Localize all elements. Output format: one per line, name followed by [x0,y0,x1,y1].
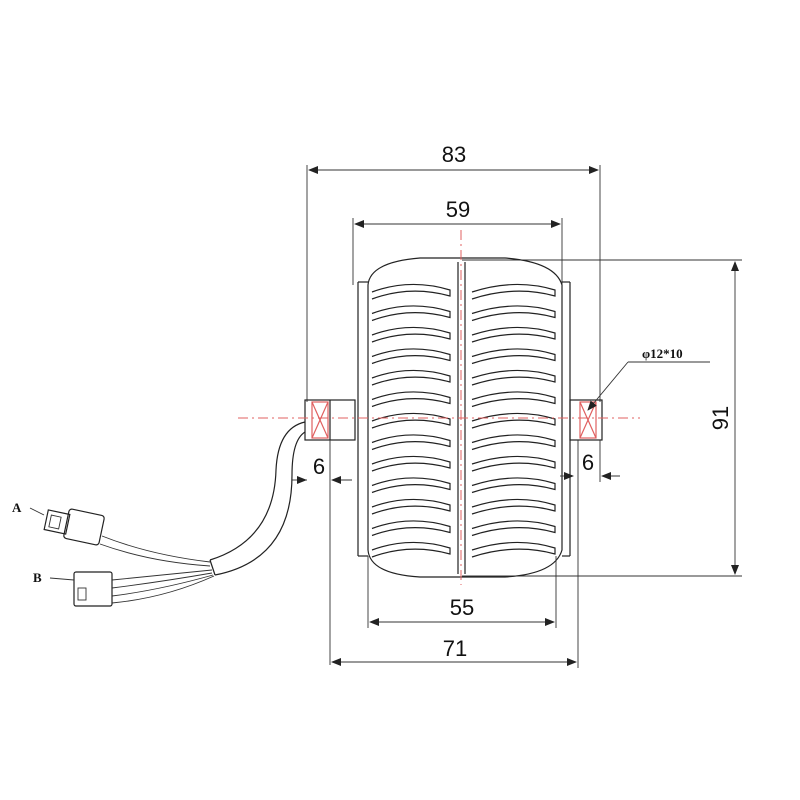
tread-groove-right [471,305,556,322]
tread-groove-right [471,391,556,408]
left-axle [304,399,356,441]
tread-groove-left [371,520,451,537]
dim-hub-width-label: 71 [443,636,467,661]
dim-tire-width-label: 59 [446,197,470,222]
connector-a: A [12,500,105,546]
tread-groove-right [471,348,556,365]
dim-right-gap: 6 [560,440,620,482]
tread-groove-left [371,498,451,515]
connector-b-label: B [33,570,42,585]
tread-groove-right [471,326,556,343]
dim-left-gap-label: 6 [313,454,325,479]
tread-groove-left [371,434,451,451]
tread-groove-right [471,412,556,429]
tread-groove-left [371,326,451,343]
tread-right [471,283,556,558]
dim-height-label: 91 [708,406,733,430]
tread-groove-left [371,412,451,429]
connector-b: B [33,570,113,607]
tread-groove-left [371,283,451,300]
tread-groove-right [471,477,556,494]
right-axle [569,399,603,441]
bearing-spec-label: φ12*10 [642,346,683,361]
tread-groove-right [471,455,556,472]
dim-tread-width-label: 55 [450,595,474,620]
tread-groove-right [471,541,556,558]
tread-groove-right [471,520,556,537]
dim-height: 91 [462,259,742,577]
tread-groove-right [471,369,556,386]
cable-harness [99,421,306,604]
tread-groove-left [371,541,451,558]
dim-hub-width: 71 [331,440,579,668]
tread-groove-right [471,498,556,515]
connector-a-label: A [12,500,22,515]
tread-groove-right [471,434,556,451]
dim-overall-width: 83 [306,142,601,402]
dim-left-gap: 6 [292,440,352,665]
tread-left [371,283,451,558]
dim-tire-width: 59 [352,197,563,285]
tread-groove-left [371,305,451,322]
tread-groove-left [371,391,451,408]
tread-groove-right [471,283,556,300]
tread-groove-left [371,477,451,494]
bearing-callout: φ12*10 [587,346,710,411]
tread-groove-left [371,455,451,472]
dim-right-gap-label: 6 [582,450,594,475]
tread-groove-left [371,348,451,365]
dim-tread-width: 55 [367,556,557,628]
dim-overall-width-label: 83 [442,142,466,167]
tread-groove-left [371,369,451,386]
